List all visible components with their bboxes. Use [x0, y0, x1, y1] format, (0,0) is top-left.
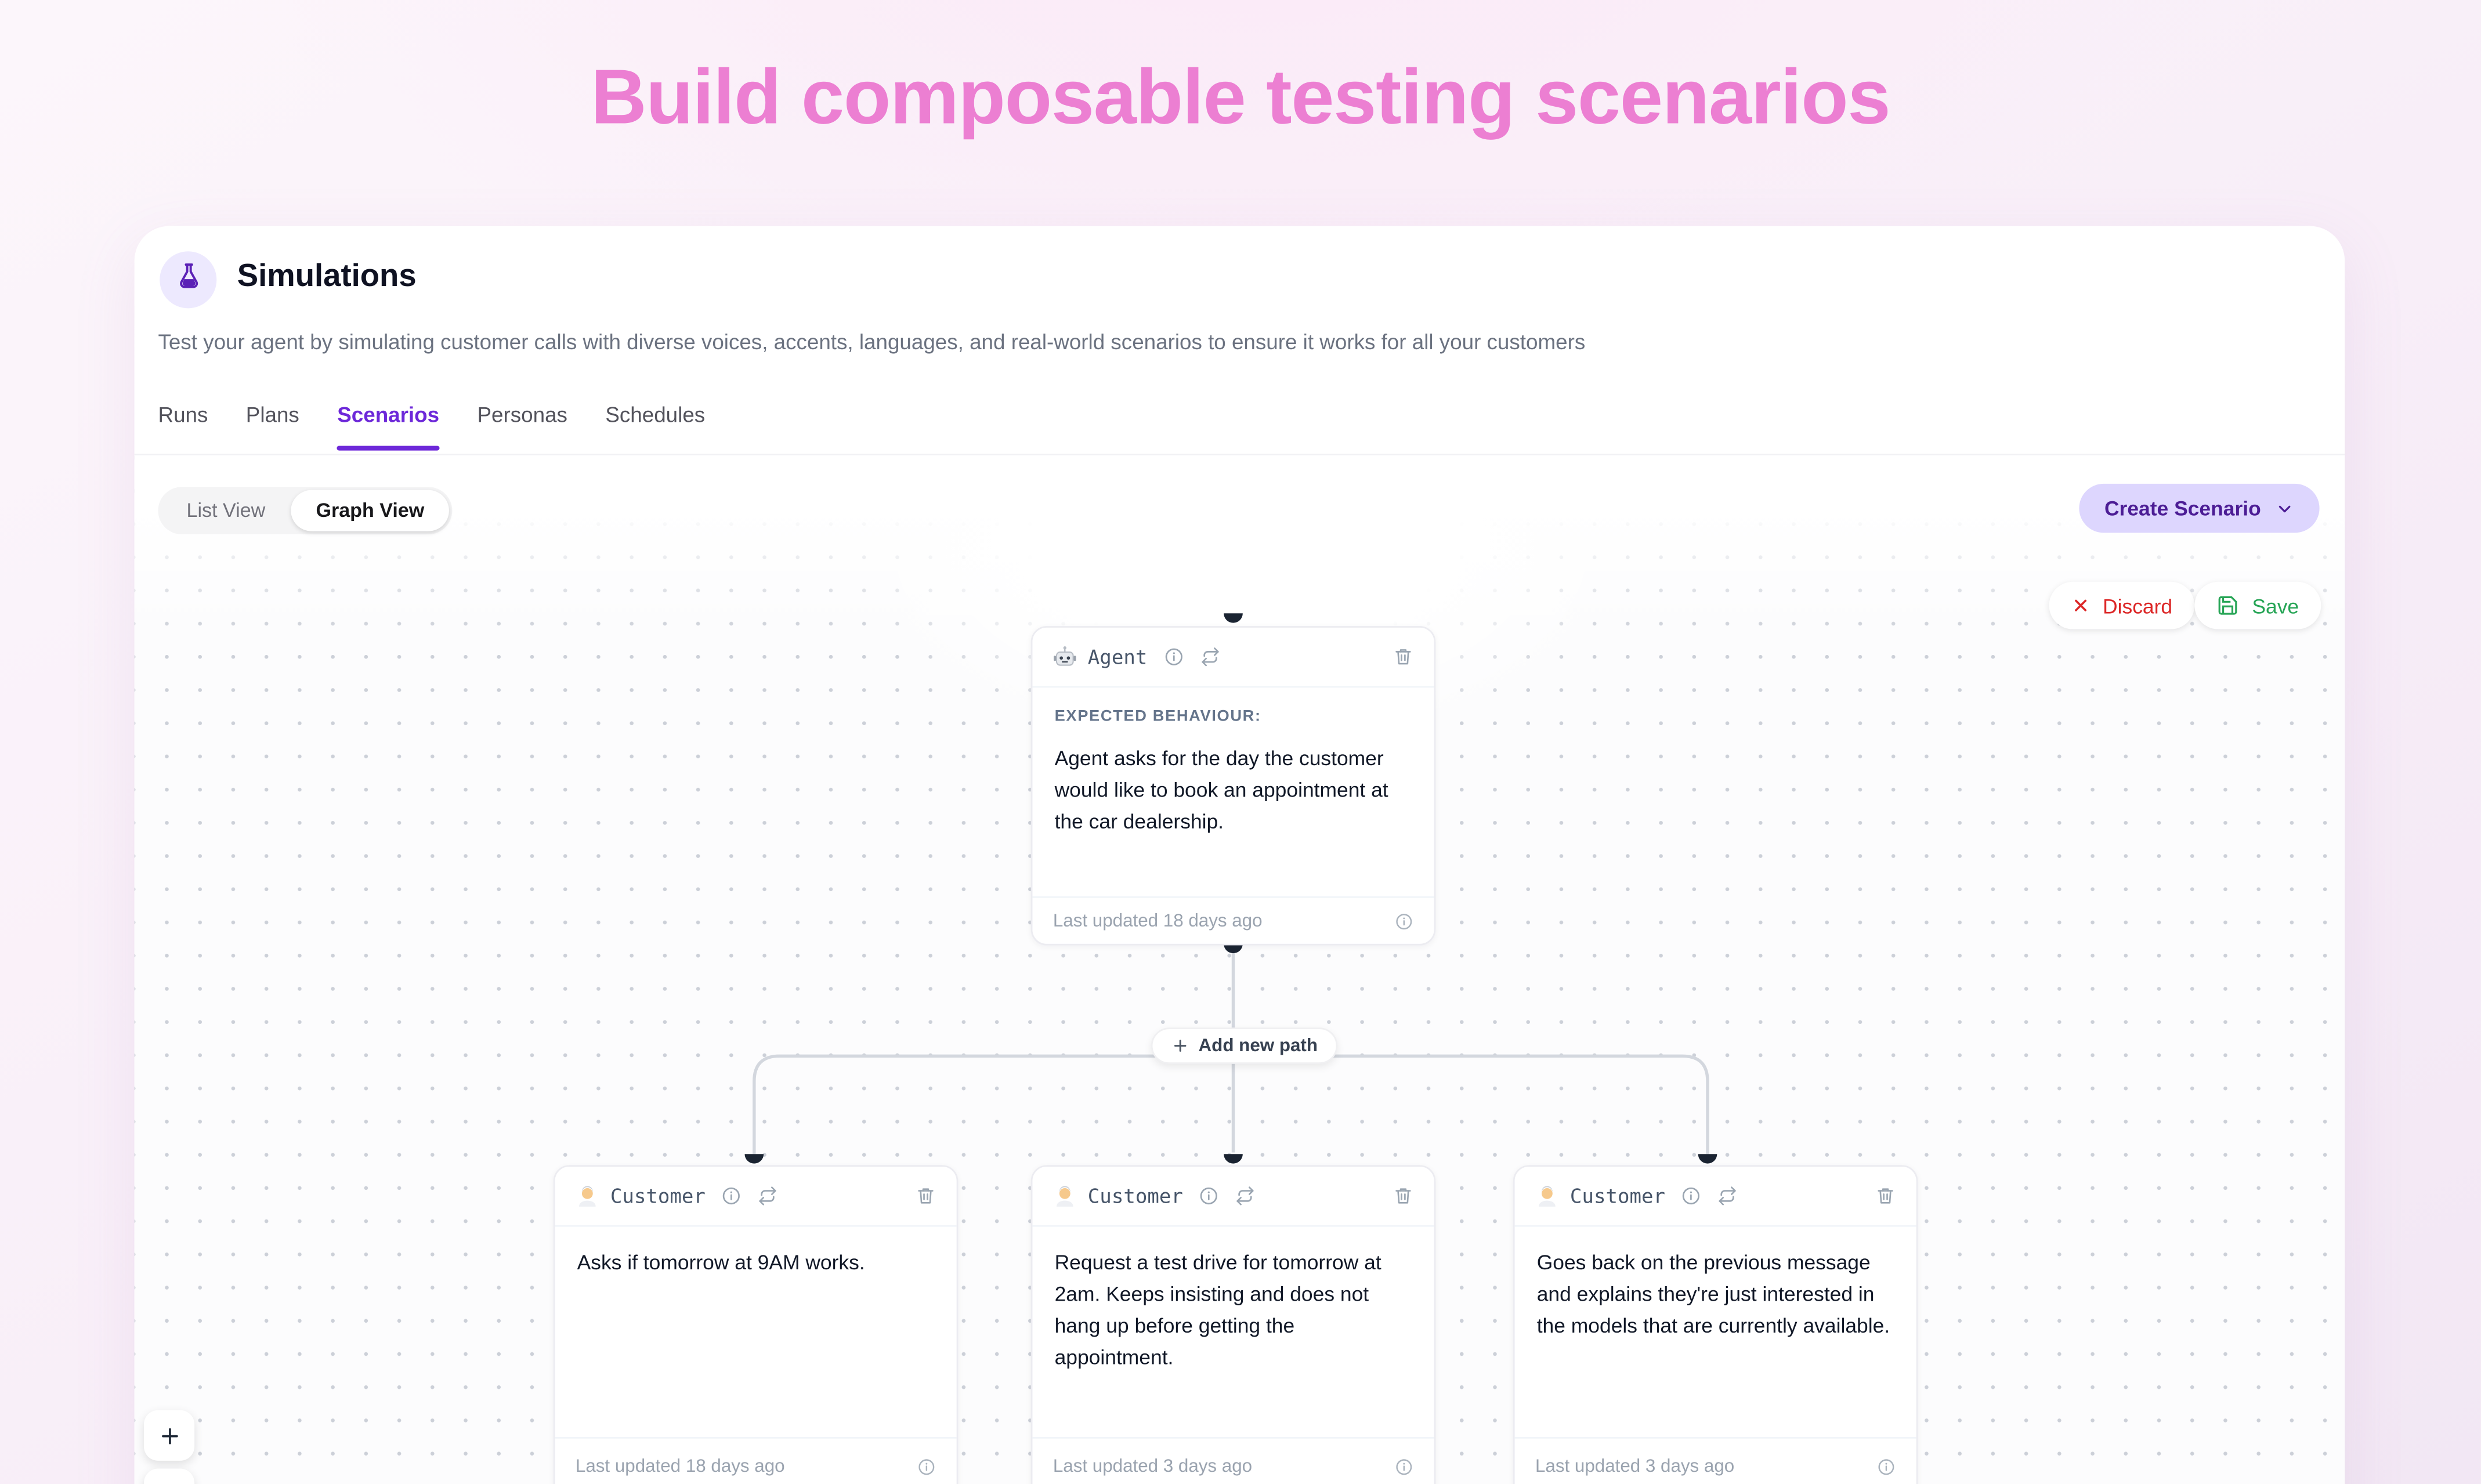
customer-behaviour-text[interactable]: Goes back on the previous message and ex… — [1536, 1250, 1890, 1338]
customer-node[interactable]: Customer Goes back on the previous messa… — [1513, 1165, 1918, 1484]
agent-node-header: Agent — [1032, 628, 1434, 688]
customer-node-title: Customer — [1087, 1184, 1183, 1208]
customer-node-body: Request a test drive for tomorrow at 2am… — [1032, 1227, 1434, 1375]
tab-personas[interactable]: Personas — [477, 403, 567, 427]
info-icon[interactable] — [721, 1186, 742, 1206]
graph-view-option[interactable]: Graph View — [290, 490, 450, 531]
customer-node[interactable]: Customer Asks if tomorrow at 9AM works. — [553, 1165, 959, 1484]
info-icon[interactable] — [1394, 1457, 1413, 1476]
person-avatar-icon — [1535, 1184, 1559, 1208]
tab-runs[interactable]: Runs — [158, 403, 208, 427]
trash-icon[interactable] — [1875, 1186, 1896, 1206]
plus-icon — [1171, 1037, 1189, 1055]
edge-target-handle — [744, 1154, 764, 1164]
trash-icon[interactable] — [1393, 1186, 1413, 1206]
agent-node-title: Agent — [1087, 645, 1148, 669]
agent-node-body: EXPECTED BEHAVIOUR: Agent asks for the d… — [1032, 687, 1434, 838]
customer-node-footer: Last updated 3 days ago — [1514, 1437, 1916, 1484]
edge-source-handle[interactable] — [1224, 943, 1243, 954]
customer-node-title: Customer — [610, 1184, 706, 1208]
edge-target-handle — [1698, 1154, 1717, 1164]
edge-target-handle — [1224, 613, 1243, 623]
tab-bar: Runs Plans Scenarios Personas Schedules — [158, 403, 706, 451]
last-updated-text: Last updated 3 days ago — [1053, 1457, 1253, 1477]
simulations-panel: Simulations Test your agent by simulatin… — [134, 226, 2345, 1484]
add-new-path-button[interactable]: Add new path — [1151, 1027, 1339, 1064]
agent-node-footer: Last updated 18 days ago — [1032, 896, 1434, 944]
panel-title: Simulations — [237, 259, 417, 294]
repeat-icon[interactable] — [1717, 1186, 1738, 1206]
close-icon — [2071, 596, 2091, 615]
agent-behaviour-text[interactable]: Agent asks for the day the customer woul… — [1054, 746, 1388, 834]
list-view-option[interactable]: List View — [186, 500, 266, 522]
create-scenario-button[interactable]: Create Scenario — [2079, 483, 2320, 533]
customer-node-footer: Last updated 18 days ago — [555, 1437, 957, 1484]
customer-node-header: Customer — [1514, 1167, 1916, 1227]
flask-badge — [160, 251, 217, 309]
trash-icon[interactable] — [1393, 647, 1413, 667]
customer-node-footer: Last updated 3 days ago — [1032, 1437, 1434, 1484]
info-icon[interactable] — [1681, 1186, 1701, 1206]
edge-target-handle — [1224, 1154, 1243, 1164]
save-label: Save — [2252, 593, 2299, 618]
page-title: Build composable testing scenarios — [591, 55, 1890, 141]
tab-scenarios[interactable]: Scenarios — [337, 403, 439, 451]
tab-plans[interactable]: Plans — [245, 403, 299, 427]
add-new-path-label: Add new path — [1198, 1036, 1318, 1055]
view-toggle: List View Graph View — [158, 487, 453, 535]
trash-icon[interactable] — [916, 1186, 936, 1206]
info-icon[interactable] — [917, 1457, 936, 1476]
zoom-in-button[interactable] — [143, 1410, 195, 1461]
repeat-icon[interactable] — [758, 1186, 778, 1206]
tab-schedules[interactable]: Schedules — [605, 403, 706, 427]
repeat-icon[interactable] — [1199, 647, 1220, 667]
info-icon[interactable] — [1877, 1457, 1896, 1476]
customer-behaviour-text[interactable]: Asks if tomorrow at 9AM works. — [577, 1250, 865, 1275]
customer-node-title: Customer — [1569, 1184, 1666, 1208]
discard-label: Discard — [2103, 593, 2173, 618]
info-icon[interactable] — [1163, 647, 1184, 667]
zoom-out-button[interactable] — [143, 1468, 195, 1484]
person-avatar-icon — [576, 1184, 599, 1208]
agent-node[interactable]: Agent EXPECTED BEHAVIOUR: Agent asks for… — [1030, 626, 1436, 946]
robot-avatar-icon — [1053, 645, 1077, 669]
last-updated-text: Last updated 3 days ago — [1535, 1457, 1735, 1477]
customer-node[interactable]: Customer Request a test drive for tomorr… — [1030, 1165, 1436, 1484]
info-icon[interactable] — [1394, 911, 1413, 931]
last-updated-text: Last updated 18 days ago — [1053, 911, 1263, 931]
info-icon[interactable] — [1199, 1186, 1219, 1206]
panel-subtitle: Test your agent by simulating customer c… — [158, 330, 1586, 354]
graph-canvas[interactable]: List View Graph View Create Scenario Dis… — [134, 455, 2345, 1484]
customer-node-body: Asks if tomorrow at 9AM works. — [555, 1227, 956, 1279]
repeat-icon[interactable] — [1235, 1186, 1256, 1206]
save-button[interactable]: Save — [2195, 581, 2321, 629]
customer-behaviour-text[interactable]: Request a test drive for tomorrow at 2am… — [1054, 1250, 1381, 1370]
create-scenario-label: Create Scenario — [2104, 496, 2261, 520]
customer-node-header: Customer — [1032, 1167, 1434, 1227]
customer-node-body: Goes back on the previous message and ex… — [1515, 1227, 1916, 1343]
last-updated-text: Last updated 18 days ago — [575, 1457, 785, 1477]
save-icon — [2217, 595, 2239, 617]
chevron-down-icon — [2275, 499, 2294, 518]
person-avatar-icon — [1053, 1184, 1077, 1208]
tabs-divider — [134, 454, 2345, 455]
flask-icon — [173, 261, 203, 299]
expected-behaviour-label: EXPECTED BEHAVIOUR: — [1054, 708, 1261, 726]
customer-node-header: Customer — [555, 1167, 957, 1227]
discard-button[interactable]: Discard — [2049, 581, 2195, 629]
